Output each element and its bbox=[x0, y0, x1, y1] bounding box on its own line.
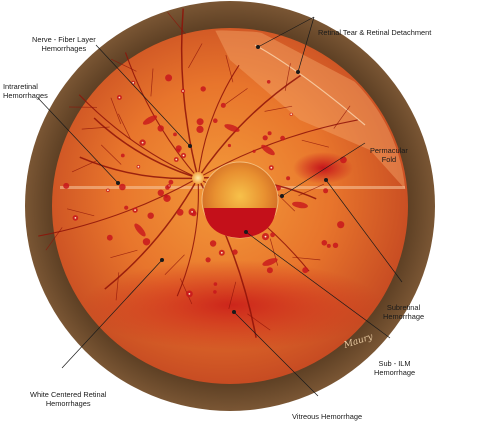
white-center bbox=[265, 236, 267, 238]
hemorrhage-dot bbox=[221, 103, 226, 108]
hemorrhage-dot bbox=[176, 145, 182, 151]
white-center bbox=[142, 142, 144, 144]
hemorrhage-dot bbox=[232, 249, 237, 254]
hemorrhage-dot bbox=[302, 267, 308, 273]
hemorrhage-dot bbox=[340, 157, 347, 164]
hemorrhage-dot bbox=[107, 235, 113, 241]
hemorrhage-dot bbox=[121, 154, 125, 158]
white-center bbox=[189, 293, 191, 295]
hemorrhage-dot bbox=[323, 188, 328, 193]
white-center bbox=[138, 166, 140, 168]
hemorrhage-dot bbox=[253, 150, 256, 153]
hemorrhage-dot bbox=[197, 118, 204, 125]
hemorrhage-dot bbox=[165, 74, 172, 81]
hemorrhage-dot bbox=[158, 190, 164, 196]
hemorrhage-dot bbox=[143, 238, 150, 245]
hemorrhage-dot bbox=[119, 184, 126, 191]
hemorrhage-dot bbox=[201, 86, 206, 91]
white-center bbox=[182, 90, 184, 92]
hemorrhage-dot bbox=[333, 243, 338, 248]
hemorrhage-dot bbox=[173, 133, 177, 137]
hemorrhage-dot bbox=[165, 185, 170, 190]
label-retinal-tear: Retinal Tear & Retinal Detachment bbox=[318, 10, 431, 46]
white-center bbox=[132, 82, 134, 84]
hemorrhage-dot bbox=[228, 144, 231, 147]
hemorrhage-dot bbox=[267, 267, 273, 273]
vitreous-hemorrhage bbox=[82, 260, 382, 350]
hemorrhage-dot bbox=[158, 125, 164, 131]
hemorrhage-dot bbox=[267, 80, 271, 84]
hemorrhage-dot bbox=[163, 195, 170, 202]
hemorrhage-dot bbox=[196, 126, 203, 133]
hemorrhage-dot bbox=[213, 290, 217, 294]
white-center bbox=[221, 252, 223, 254]
hemorrhage-dot bbox=[286, 176, 290, 180]
hemorrhage-dot bbox=[270, 232, 275, 237]
hemorrhage-dot bbox=[327, 244, 331, 248]
white-center bbox=[119, 97, 121, 99]
optic-disc bbox=[192, 172, 204, 184]
white-center bbox=[75, 217, 77, 219]
white-center bbox=[290, 113, 292, 115]
hemorrhage-dot bbox=[63, 183, 69, 189]
white-center bbox=[107, 189, 109, 191]
hemorrhage-dot bbox=[322, 240, 328, 246]
white-center bbox=[175, 159, 177, 161]
hemorrhage-dot bbox=[280, 136, 285, 141]
hemorrhage-dot bbox=[213, 118, 218, 123]
white-center bbox=[191, 211, 193, 213]
hemorrhage-dot bbox=[148, 213, 154, 219]
hemorrhage-dot bbox=[337, 221, 344, 228]
hemorrhage-dot bbox=[169, 180, 174, 185]
hemorrhage-dot bbox=[214, 282, 218, 286]
hemorrhage-dot bbox=[263, 135, 268, 140]
hemorrhage-dot bbox=[210, 240, 216, 246]
hemorrhage-dot bbox=[268, 131, 272, 135]
hemorrhage-dot bbox=[177, 209, 184, 216]
hemorrhage-dot bbox=[206, 257, 211, 262]
white-center bbox=[270, 167, 272, 169]
white-center bbox=[134, 209, 136, 211]
label-vitreous-hemorrhage: Vitreous Hemorrhage bbox=[292, 394, 362, 430]
hemorrhage-dot bbox=[124, 206, 128, 210]
white-center bbox=[183, 155, 185, 157]
